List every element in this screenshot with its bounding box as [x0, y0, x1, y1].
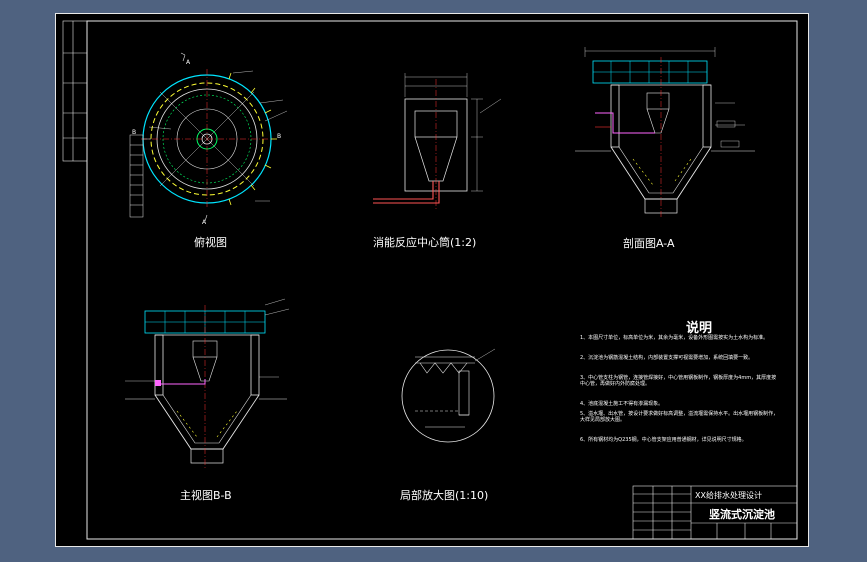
plan-view-title: 俯视图 [194, 236, 227, 249]
note-item-2: 2、沉淀池为钢筋混凝土结构，内部装置支撑可视需要增加，系统回填要一致。 [580, 355, 754, 361]
section-bb-view-title: 主视图B-B [180, 489, 232, 502]
revision-strip [62, 20, 88, 162]
detail-view [401, 348, 496, 443]
notes-title: 说明 [686, 321, 713, 336]
project-name: XX给排水处理设计 [695, 491, 762, 500]
section-bb-view [125, 298, 290, 469]
drawing-sheet: A A B B 俯视图 消能反应中心筒(1:2) 剖面图A-A 主视图B-B 局… [55, 13, 809, 547]
outer-border [55, 13, 809, 547]
section-marker-a-top: A [186, 59, 191, 66]
inner-border [86, 20, 798, 540]
center-pipe-view [373, 73, 502, 209]
plan-view [129, 52, 288, 222]
cad-drawing [55, 13, 809, 547]
section-aa-view-title: 剖面图A-A [623, 237, 675, 250]
center-pipe-view-title: 消能反应中心筒(1:2) [373, 236, 477, 249]
drawing-name: 竖流式沉淀池 [709, 508, 775, 521]
note-item-1: 1、本图尺寸单位，标高单位为米，其余为毫米，设备外形图需按实为土水构为标准。 [580, 335, 769, 341]
section-marker-b-right: B [277, 133, 282, 140]
note-item-4: 4、池底混凝土施工不得有渗漏现象。 [580, 401, 664, 407]
note-item-5: 5、溢水堰、出水管，按设计要求做好标高调整，溢流堰需保持水平。出水堰用钢板制作，… [580, 411, 779, 423]
title-block [632, 485, 798, 540]
note-item-6: 6、所有钢材均为Q235钢，中心管支架应用普通钢材，详见说明尺寸规格。 [580, 437, 747, 443]
detail-view-title: 局部放大图(1:10) [400, 489, 489, 502]
section-marker-b-left: B [132, 129, 137, 136]
section-aa-view [575, 47, 755, 219]
section-marker-a-bottom: A [202, 219, 207, 226]
note-item-3: 3、中心管支柱为钢管，连接管焊接好，中心管用钢板制作，钢板厚度为4mm，其厚度按… [580, 375, 777, 387]
